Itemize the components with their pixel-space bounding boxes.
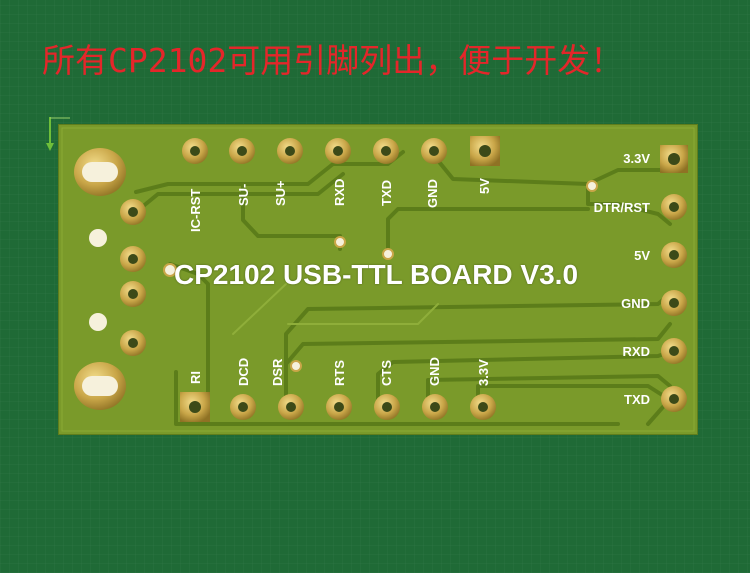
pin-label-5v-right: 5V (634, 248, 650, 263)
vias (290, 180, 598, 372)
origin-arrow-icon (46, 117, 70, 151)
copper-traces-light (232, 283, 439, 335)
board-title: CP2102 USB-TTL BOARD V3.0 (174, 259, 579, 290)
pin-label-cts: CTS (379, 360, 394, 386)
pin-label-dcd: DCD (236, 357, 251, 386)
pin-label-5v-top: 5V (477, 178, 492, 194)
pin-label-rxd-top: RXD (332, 178, 347, 206)
via (163, 263, 177, 277)
pin-label-gnd-top: GND (425, 179, 440, 208)
pin-label-dsr: DSR (270, 358, 285, 386)
bottom-header-pads (180, 392, 496, 422)
pin-label-gnd-bottom: GND (427, 357, 442, 386)
headline: 所有CP2102可用引脚列出，便于开发！ (42, 41, 624, 80)
pin-label-dtr-rst: DTR/RST (593, 200, 650, 215)
pin-label-rts: RTS (332, 360, 347, 386)
right-header-pads (660, 145, 688, 412)
pin-label-txd-top: TXD (379, 180, 394, 206)
pin-label-rxd-right: RXD (622, 344, 650, 359)
pin-label-su-minus: SU- (236, 183, 251, 206)
mount-hole (89, 229, 107, 247)
pin-label-ri: RI (188, 371, 203, 384)
pcb-board: IC-RST SU- SU+ RXD TXD GND 5V CP2102 USB… (58, 124, 698, 435)
pin-label-3v3-right: 3.3V (623, 151, 650, 166)
pin-label-ic-rst: IC-RST (188, 188, 203, 232)
pin-label-3v3-bottom: 3.3V (476, 359, 491, 386)
pin-label-su-plus: SU+ (273, 180, 288, 206)
pin-label-gnd-right: GND (621, 296, 650, 311)
mount-hole (89, 313, 107, 331)
top-header-pads (182, 136, 500, 166)
pin-label-txd-right: TXD (624, 392, 650, 407)
pcb-artwork (58, 124, 698, 435)
